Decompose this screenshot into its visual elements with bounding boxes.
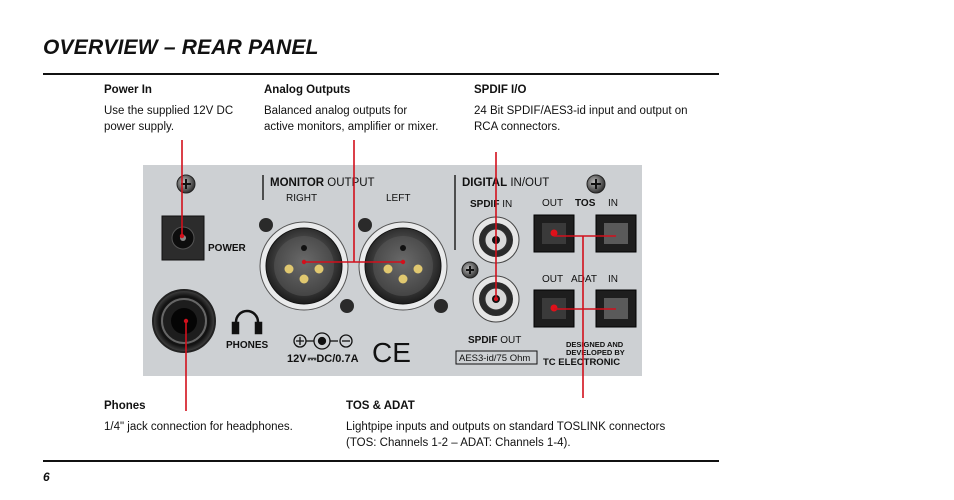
panel-phones-label: PHONES (226, 340, 269, 351)
spdif-io-text: 24 Bit SPDIF/AES3-id input and output on… (474, 103, 688, 135)
screw-icon (461, 261, 479, 279)
dc-symbol: ⎓ (308, 353, 317, 365)
callout-lines (181, 140, 616, 411)
xlr-right-connector (259, 221, 349, 311)
phones-text: 1/4" jack connection for headphones. (104, 419, 293, 435)
analog-outputs-line-1: Balanced analog outputs for (264, 105, 408, 117)
tos-label: TOS (575, 198, 596, 209)
designed-line-1: DESIGNED AND (566, 340, 624, 349)
monitor-label-bold: MONITOR (270, 177, 325, 189)
spdif-out-rest: OUT (497, 335, 521, 346)
power-in-line-2: power supply. (104, 121, 175, 133)
spdif-in-label: SPDIF IN (470, 199, 512, 210)
analog-outputs-line-2: active monitors, amplifier or mixer. (264, 121, 439, 133)
spdif-out-label: SPDIF OUT (468, 335, 521, 346)
designed-line-2: DEVELOPED BY (566, 348, 625, 357)
spdif-io-line-2: RCA connectors. (474, 121, 561, 133)
panel-power-label: POWER (208, 243, 247, 254)
spdif-io-line-1: 24 Bit SPDIF/AES3-id input and output on (474, 105, 688, 117)
analog-outputs-heading: Analog Outputs (264, 84, 351, 96)
voltage-label: 12V⎓DC/0.7A (287, 353, 359, 365)
adat-in-label: IN (608, 274, 618, 285)
monitor-label-rest: OUTPUT (324, 177, 374, 189)
digital-label-rest: IN/OUT (507, 177, 549, 189)
voltage-rest: DC/0.7A (316, 353, 358, 365)
power-in-heading: Power In (104, 84, 152, 96)
brand-label: TC ELECTRONIC (543, 357, 620, 368)
bottom-rule (43, 460, 719, 462)
adat-out-label: OUT (542, 274, 563, 285)
power-in-line-1: Use the supplied 12V DC (104, 105, 234, 117)
analog-outputs-text: Balanced analog outputs for active monit… (264, 103, 438, 135)
right-label: RIGHT (286, 193, 317, 204)
tos-in-label: IN (608, 198, 618, 209)
spdif-io-heading: SPDIF I/O (474, 84, 527, 96)
digital-io-label: DIGITAL IN/OUT (462, 177, 549, 189)
dc-polarity-icon (293, 332, 353, 350)
voltage-value: 12V (287, 353, 307, 365)
digital-label-bold: DIGITAL (462, 177, 507, 189)
phones-heading: Phones (104, 400, 146, 412)
power-in-text: Use the supplied 12V DC power supply. (104, 103, 233, 135)
tos-adat-heading: TOS & ADAT (346, 400, 415, 412)
phones-line-1: 1/4" jack connection for headphones. (104, 421, 293, 433)
tos-adat-line-1: Lightpipe inputs and outputs on standard… (346, 421, 666, 433)
ce-mark-icon: CE (372, 337, 411, 368)
tos-adat-line-2: (TOS: Channels 1-2 – ADAT: Channels 1-4)… (346, 437, 571, 449)
tos-in-connector (595, 214, 637, 253)
page-title: OVERVIEW – REAR PANEL (43, 36, 319, 59)
tos-out-connector (533, 214, 575, 253)
screw-icon (176, 174, 196, 194)
tos-adat-text: Lightpipe inputs and outputs on standard… (346, 419, 665, 451)
page-number: 6 (43, 470, 50, 484)
spdif-in-bold: SPDIF (470, 199, 499, 210)
headphones-icon (231, 309, 263, 335)
aes-label-box (455, 350, 538, 365)
spdif-out-bold: SPDIF (468, 335, 497, 346)
monitor-output-label: MONITOR OUTPUT (270, 177, 375, 189)
aes-label: AES3-id/75 Ohm (459, 353, 530, 364)
spdif-in-rest: IN (499, 199, 512, 210)
top-rule (43, 73, 719, 75)
tos-out-label: OUT (542, 198, 563, 209)
xlr-left-connector (358, 221, 448, 311)
left-label: LEFT (386, 193, 410, 204)
adat-label: ADAT (571, 274, 597, 285)
screw-icon (586, 174, 606, 194)
